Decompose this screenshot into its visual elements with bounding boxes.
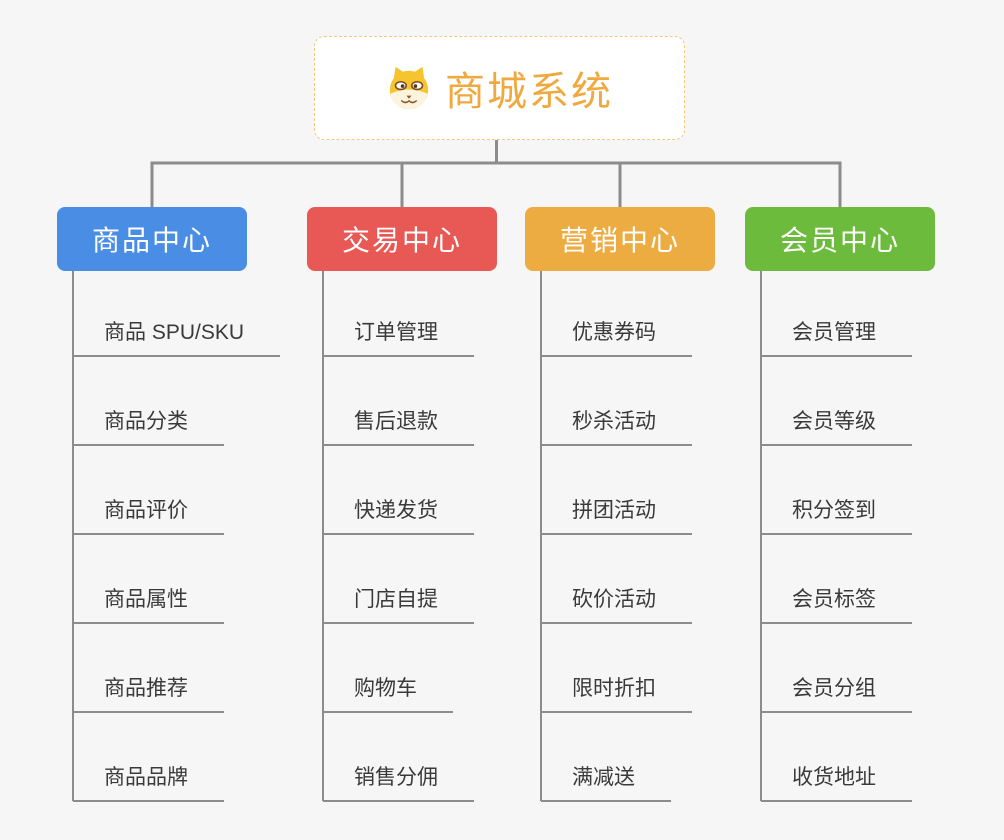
child-node[interactable]: 秒杀活动 <box>541 407 692 446</box>
shiba-dog-icon <box>386 65 432 111</box>
child-node[interactable]: 购物车 <box>323 674 453 713</box>
child-node[interactable]: 满减送 <box>541 763 671 802</box>
child-node[interactable]: 商品属性 <box>73 585 224 624</box>
branch-node[interactable]: 商品中心 <box>57 207 247 271</box>
child-node[interactable]: 积分签到 <box>761 496 912 535</box>
child-node[interactable]: 商品推荐 <box>73 674 224 713</box>
child-node[interactable]: 商品品牌 <box>73 763 224 802</box>
branch-node[interactable]: 交易中心 <box>307 207 497 271</box>
child-node[interactable]: 售后退款 <box>323 407 474 446</box>
branch-node[interactable]: 会员中心 <box>745 207 935 271</box>
child-node[interactable]: 商品评价 <box>73 496 224 535</box>
child-node[interactable]: 订单管理 <box>323 318 474 357</box>
child-node[interactable]: 商品 SPU/SKU <box>73 318 281 357</box>
child-node[interactable]: 快递发货 <box>323 496 474 535</box>
child-node[interactable]: 会员标签 <box>761 585 912 624</box>
child-node[interactable]: 优惠券码 <box>541 318 692 357</box>
child-node[interactable]: 销售分佣 <box>323 763 474 802</box>
branch-node[interactable]: 营销中心 <box>525 207 715 271</box>
branch-label: 交易中心 <box>341 225 462 256</box>
child-node[interactable]: 门店自提 <box>323 585 474 624</box>
child-node[interactable]: 收货地址 <box>761 763 912 802</box>
child-node[interactable]: 会员等级 <box>761 407 912 446</box>
branch-label: 商品中心 <box>91 225 212 256</box>
root-label: 商城系统 <box>445 70 613 114</box>
child-node[interactable]: 会员分组 <box>761 674 912 713</box>
child-node[interactable]: 砍价活动 <box>541 585 692 624</box>
branch-label: 会员中心 <box>779 225 900 256</box>
child-node[interactable]: 限时折扣 <box>541 674 692 713</box>
child-node[interactable]: 拼团活动 <box>541 496 692 535</box>
branch-label: 营销中心 <box>559 225 680 256</box>
child-node[interactable]: 会员管理 <box>761 318 912 357</box>
child-node[interactable]: 商品分类 <box>73 407 224 446</box>
root-node[interactable]: 商城系统 <box>314 36 685 140</box>
